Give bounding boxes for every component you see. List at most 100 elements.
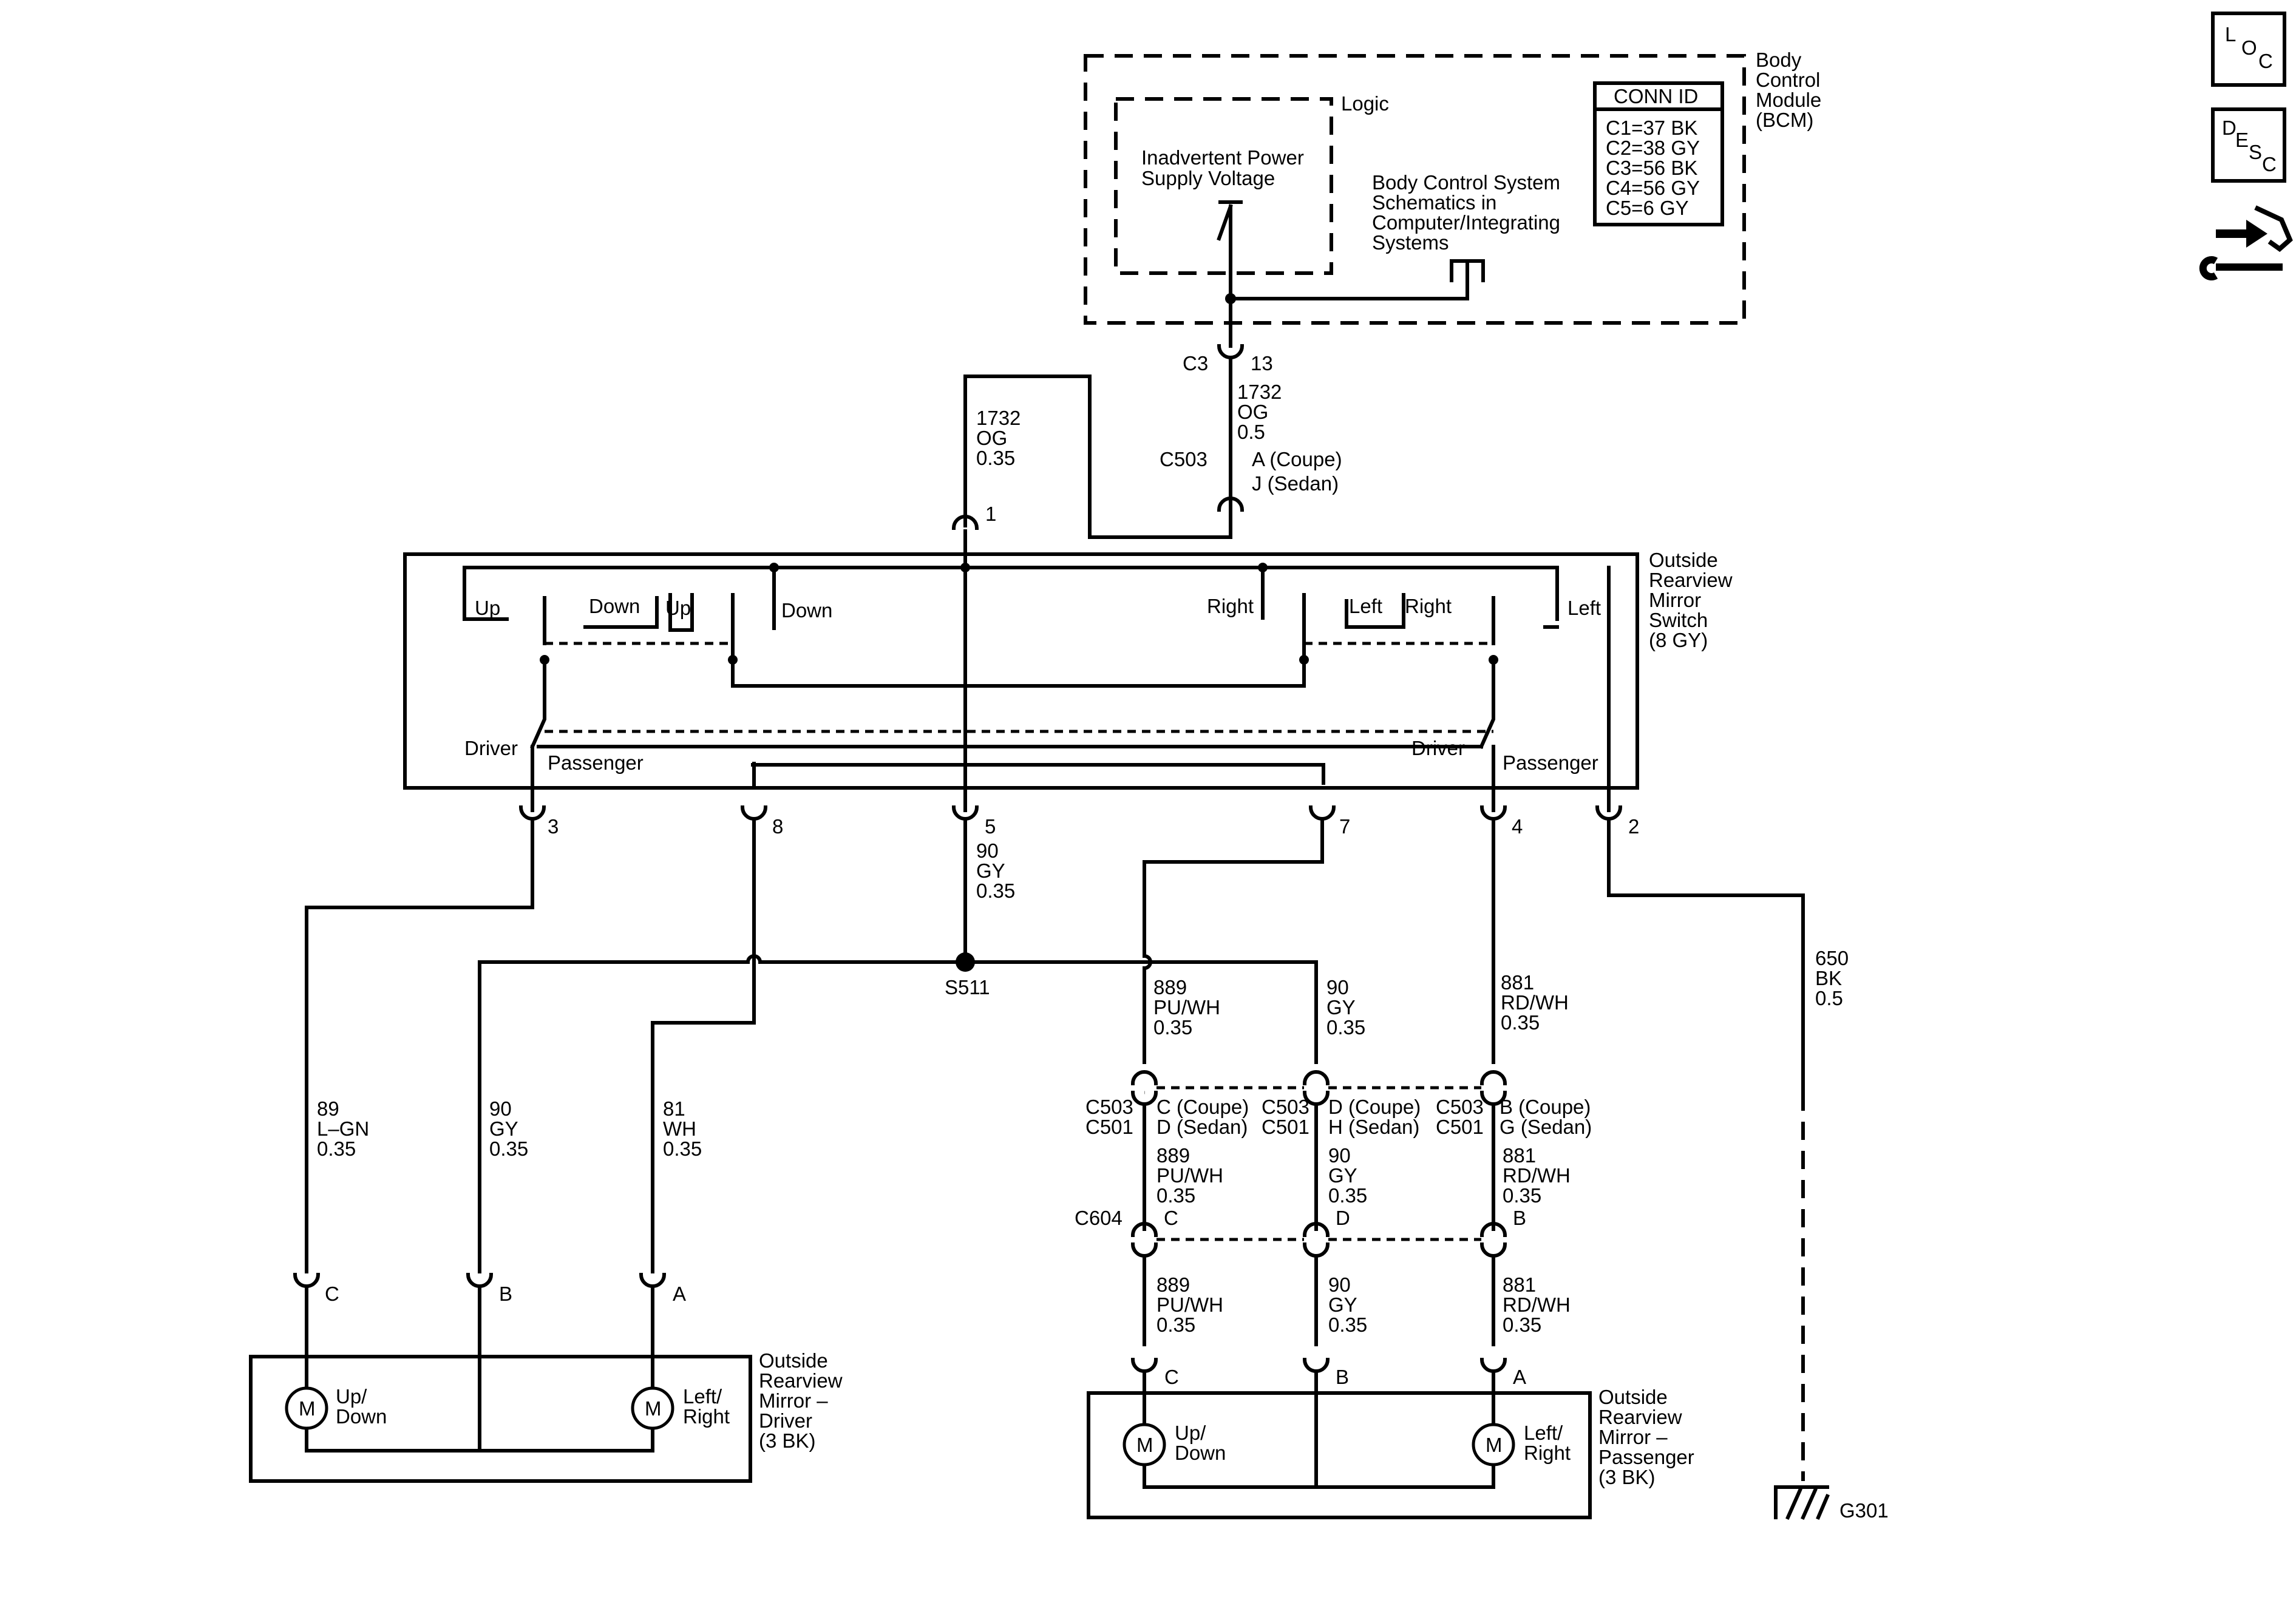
switch-pin-8: 8 (772, 815, 783, 838)
w90m-line-2: GY (1328, 1164, 1357, 1187)
connector-plug-icon[interactable] (2254, 205, 2293, 253)
connector-arrow-right-icon[interactable] (2216, 220, 2267, 248)
driver-motor-2-symbol: M (645, 1397, 662, 1420)
connector-wrench-icon[interactable] (2199, 205, 2293, 280)
driver-title-line-4: Driver (759, 1409, 812, 1432)
passenger-pin-a: A (1513, 1366, 1526, 1388)
wire-1732-loop (963, 375, 1232, 539)
switch-title-line-2: Rearview (1649, 569, 1733, 591)
loc-button-frame[interactable] (2211, 12, 2286, 87)
w881l-line-2: RD/WH (1503, 1293, 1571, 1316)
label-driver-2: Driver (1411, 737, 1465, 759)
switch-contacts-right (1261, 566, 1559, 688)
driver-pin-b: B (499, 1283, 512, 1305)
c604-dashed-link (1156, 1238, 1481, 1241)
w90l-line-3: 0.35 (489, 1137, 528, 1160)
w650-line-3: 0.5 (1815, 987, 1843, 1009)
driver-leftright-line-2: Right (683, 1405, 730, 1428)
c604-name: C604 (1075, 1207, 1123, 1229)
w1732l-line-1: 1732 (976, 407, 1021, 429)
switch-pin-connectors (518, 805, 1623, 821)
c503-mid-name-2: C501 (1262, 1116, 1309, 1138)
wire-90-bus (478, 954, 1318, 1261)
wire-81 (651, 948, 756, 1261)
driver-mirror-outline (249, 1355, 752, 1483)
conn-id-box (1593, 81, 1724, 226)
switch-outline (403, 552, 1639, 790)
c503-right-name-2: C501 (1436, 1116, 1484, 1138)
c503-c501-connectors: C503 C501 C (Coupe) D (Sedan) C503 C501 … (1085, 1070, 1592, 1138)
w90u-line-2: GY (1326, 996, 1356, 1019)
w650-line-1: 650 (1815, 947, 1849, 969)
driver-motor-1-symbol: M (299, 1397, 316, 1420)
passenger-connector-arcs (1130, 1357, 1507, 1373)
w889m-line-3: 0.35 (1156, 1184, 1195, 1207)
w89-line-3: 0.35 (317, 1137, 356, 1160)
w90l2-line-2: GY (1328, 1293, 1357, 1316)
loc-button[interactable]: L O C (2211, 12, 2286, 87)
driver-updown-motor-icon (285, 1386, 328, 1430)
w889m-line-1: 889 (1156, 1144, 1190, 1167)
c503-top-label: C503 (1160, 448, 1207, 470)
switch-title-line-1: Outside (1649, 549, 1718, 571)
desc-button-frame[interactable] (2211, 107, 2286, 183)
passenger-title-line-3: Mirror – (1598, 1426, 1668, 1448)
w90c-line-1: 90 (976, 839, 999, 862)
passenger-title-line-2: Rearview (1598, 1406, 1682, 1428)
switch-bottom-pins: 3 8 5 7 4 2 (518, 805, 1639, 838)
w889u-line-2: PU/WH (1153, 996, 1220, 1019)
c503-right-name-1: C503 (1436, 1096, 1484, 1118)
driver-leftright-line-1: Left/ (683, 1385, 722, 1408)
w1732l-line-3: 0.35 (976, 447, 1015, 469)
bcm-junction (1225, 293, 1236, 304)
w1732l-line-2: OG (976, 427, 1007, 449)
c503-arcs-top (1130, 1070, 1507, 1086)
passenger-mirror-connectors: C B A (1130, 1357, 1526, 1388)
bcm-title-line-4: (BCM) (1756, 109, 1813, 131)
driver-updown-line-1: Up/ (336, 1385, 367, 1408)
driver-pin-a: A (673, 1283, 686, 1305)
splice-label: S511 (945, 976, 990, 998)
switch-pin-4: 4 (1512, 815, 1523, 838)
passenger-leftright-line-1: Left/ (1524, 1422, 1563, 1444)
c503-pin-c-2: D (Sedan) (1156, 1116, 1248, 1138)
passenger-title-line-4: Passenger (1598, 1446, 1694, 1468)
c503-top-connector (1217, 497, 1245, 512)
c503-top-pin-2: J (Sedan) (1252, 472, 1339, 495)
switch-pin-3: 3 (548, 815, 559, 838)
wire-89 (305, 818, 534, 1261)
w881m-line-3: 0.35 (1503, 1184, 1541, 1207)
desc-letter-s: S (2249, 141, 2262, 163)
w81-line-1: 81 (663, 1097, 685, 1120)
c503-pin-b-1: B (Coupe) (1500, 1096, 1591, 1118)
driver-title-line-2: Rearview (759, 1369, 843, 1392)
c604-pin-d: D (1336, 1207, 1350, 1229)
conn-id-row-4: C4=56 GY (1606, 177, 1700, 199)
label-passenger-1: Passenger (548, 751, 644, 774)
ground-g301: G301 (1774, 1485, 1889, 1522)
ground-label: G301 (1839, 1499, 1889, 1522)
conn-id-row-3: C3=56 BK (1606, 157, 1697, 179)
passenger-mirror: M M Up/ Down Left/ Right Outside Rearvie… (1087, 1370, 1694, 1519)
w881l-line-1: 881 (1503, 1273, 1536, 1296)
w89-line-2: L–GN (317, 1117, 369, 1140)
w90m-line-3: 0.35 (1328, 1184, 1367, 1207)
c503-mid-name-1: C503 (1262, 1096, 1309, 1118)
w881m-line-1: 881 (1503, 1144, 1536, 1167)
w90m-line-1: 90 (1328, 1144, 1351, 1167)
driver-mirror-wiring (305, 1285, 654, 1453)
desc-button[interactable]: D E S C (2211, 107, 2286, 183)
c503-pin-b-2: G (Sedan) (1500, 1116, 1592, 1138)
driver-mirror-connectors: C B A (293, 1258, 686, 1305)
c503-left-name-2: C501 (1085, 1116, 1133, 1138)
c604-pin-b: B (1513, 1207, 1526, 1229)
label-down-2: Down (781, 599, 832, 622)
switch-pin-1-connector (951, 515, 979, 531)
passenger-pin-b: B (1336, 1366, 1349, 1388)
conn-id-table: CONN ID C1=37 BK C2=38 GY C3=56 BK C4=56… (1593, 81, 1724, 226)
bcm-outline (1084, 54, 1746, 325)
w881u-line-3: 0.35 (1501, 1011, 1540, 1034)
wrench-icon[interactable] (2199, 256, 2283, 280)
driver-pin-c: C (325, 1283, 339, 1305)
